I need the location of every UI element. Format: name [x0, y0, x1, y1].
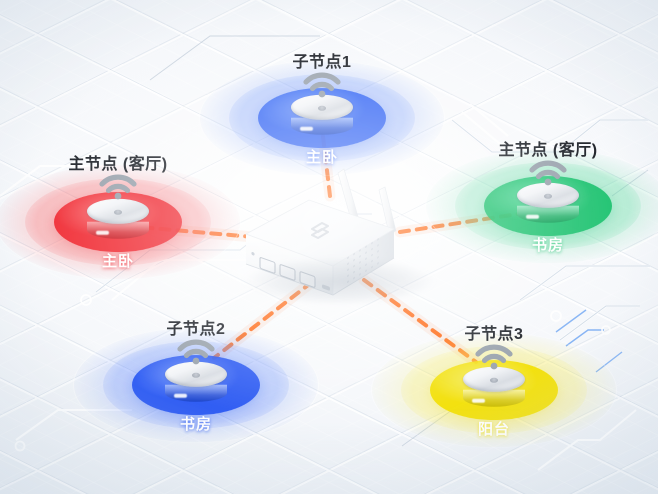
- mesh-node-room: 主卧: [101, 253, 135, 270]
- mesh-node-room: 阳台: [477, 421, 511, 438]
- device-top-dot-icon: [318, 105, 326, 111]
- mesh-node-title: 子节点1: [292, 54, 352, 71]
- device-led-icon: [96, 230, 109, 235]
- device-top-dot-icon: [192, 372, 200, 378]
- device-led-icon: [174, 393, 187, 398]
- router-shadow: [245, 257, 433, 305]
- device-top-dot-icon: [490, 377, 498, 383]
- mesh-node-title: 子节点2: [166, 321, 226, 338]
- mesh-node-room: 书房: [531, 237, 565, 254]
- mesh-node-title: 主节点 (客厅): [68, 156, 168, 173]
- device-led-icon: [300, 126, 313, 131]
- central-router[interactable]: [234, 153, 444, 323]
- device-top-dot-icon: [114, 209, 122, 215]
- device-led-icon: [472, 398, 485, 403]
- device-top-dot-icon: [544, 193, 552, 199]
- mesh-node-title: 子节点3: [464, 326, 524, 343]
- mesh-node-title: 主节点 (客厅): [498, 142, 598, 159]
- device-led-icon: [526, 214, 539, 219]
- mesh-node-room: 书房: [179, 416, 213, 433]
